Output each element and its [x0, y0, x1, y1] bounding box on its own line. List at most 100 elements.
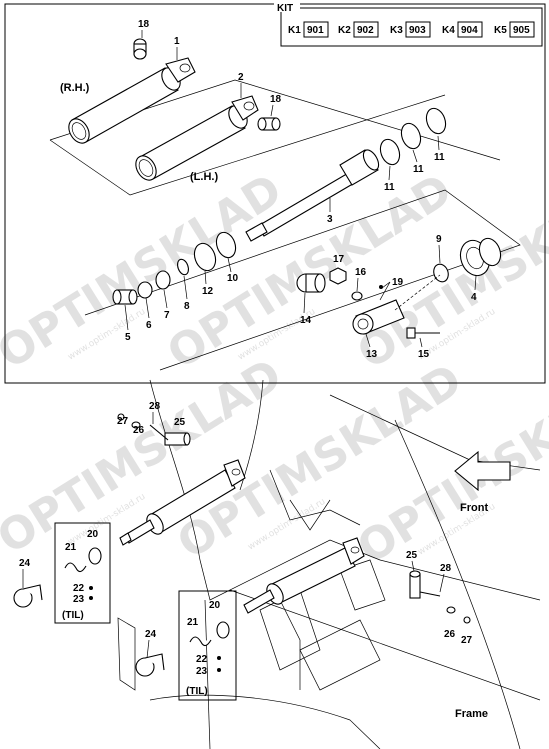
piston-rod-3: [245, 149, 380, 242]
bushing-18-top: [133, 38, 147, 60]
callout: 13: [366, 349, 378, 360]
callout: 27: [461, 635, 473, 646]
washer-6: [137, 281, 153, 299]
kit-item-label: K5: [494, 25, 507, 36]
bracket: [299, 619, 381, 691]
callout: 7: [164, 310, 170, 321]
frame-edge: [204, 599, 211, 749]
kit-title: KIT: [277, 3, 293, 14]
callout: 1: [174, 36, 180, 47]
callout: 19: [392, 277, 404, 288]
rod-eye-13: [352, 299, 405, 335]
grease-nipple-19: [379, 285, 383, 289]
til-label: (TIL): [62, 610, 84, 621]
backup-ring-10: [400, 122, 422, 150]
kit-item-code-box: [457, 21, 483, 38]
leader-19: [379, 281, 391, 301]
washer-16: [351, 291, 363, 301]
kit-item-code: 903: [409, 25, 426, 36]
callout: 11: [434, 152, 445, 163]
callout: 9: [436, 234, 442, 245]
o-ring-11: [379, 138, 401, 166]
callout: 17: [333, 254, 345, 265]
kit-legend: KIT K1 901 K2 902 K3 903 K4 904 K5 905: [274, 2, 543, 47]
callout: 8: [184, 301, 190, 312]
side-label-rh: (R.H.): [60, 82, 90, 94]
callout: 16: [355, 267, 367, 278]
kit-item-label: K2: [338, 25, 351, 36]
callout: 10: [227, 273, 239, 284]
callout: 28: [440, 563, 452, 574]
wiper-7: [155, 270, 171, 290]
front-label: Front: [460, 502, 488, 514]
callout: 18: [270, 94, 282, 105]
backup-ring-10: [215, 231, 237, 259]
kit-item-code: 902: [357, 25, 374, 36]
callout: 15: [418, 349, 430, 360]
kit-item-code-box: [303, 21, 329, 38]
kit-item-code: 905: [513, 25, 530, 36]
callout: 22: [73, 583, 85, 594]
nut-17: [329, 267, 347, 285]
ring-8: [177, 258, 189, 276]
front-arrow-icon: [454, 450, 511, 492]
gland-4: [459, 237, 502, 277]
callout: 23: [73, 594, 85, 605]
callout: 24: [19, 558, 31, 569]
group-outline: [49, 94, 446, 196]
callout: 11: [384, 182, 395, 193]
callout: 6: [146, 320, 152, 331]
kit-item-code: 904: [461, 25, 478, 36]
frame-edge: [229, 589, 541, 701]
kit-item-label: K4: [442, 25, 455, 36]
frame-edge: [199, 539, 541, 601]
kit-item-code: 901: [307, 25, 324, 36]
frame-label: Frame: [455, 708, 488, 720]
callout: 20: [87, 529, 99, 540]
callout: 25: [406, 550, 418, 561]
clevis-eye: [231, 95, 259, 121]
callout: 3: [327, 214, 333, 225]
cylinder-barrel-rh: [68, 57, 196, 144]
kit-item-label: K1: [288, 25, 301, 36]
callout: 23: [196, 666, 208, 677]
kit-item-label: K3: [390, 25, 403, 36]
alignment-line: [394, 274, 441, 311]
callout: 24: [145, 629, 157, 640]
seal-9: [433, 263, 449, 283]
group-outline: [84, 189, 521, 371]
til-label: (TIL): [186, 686, 208, 697]
callout: 14: [300, 315, 312, 326]
til-box-center: [117, 590, 237, 701]
pin-25-left: [117, 413, 191, 446]
side-label-lh: (L.H.): [190, 171, 218, 183]
pin-14: [296, 273, 326, 293]
rod-thread: [245, 222, 268, 242]
bracket: [259, 589, 321, 671]
frame-edge: [149, 379, 201, 561]
frame-edge: [239, 379, 264, 491]
frame-edge: [149, 694, 381, 749]
callout: 20: [209, 600, 221, 611]
kit-item-code-box: [353, 21, 379, 38]
bushing-18-right: [257, 117, 281, 131]
callout: 5: [125, 332, 131, 343]
callout: 22: [196, 654, 208, 665]
callout: 21: [65, 542, 77, 553]
exploded-view: (R.H.) (L.H.) 18 1 2 18 11 11 11 3 9 4 1…: [49, 19, 521, 371]
callout: 4: [471, 292, 477, 303]
o-ring-11: [425, 107, 447, 135]
seal-12: [193, 242, 217, 272]
bracket: [339, 559, 386, 611]
callout: 26: [133, 425, 145, 436]
mounted-cylinder-upper: [119, 459, 246, 546]
cylinder-barrel-lh: [135, 95, 259, 181]
callout: 12: [202, 286, 214, 297]
callout: 25: [174, 417, 186, 428]
kit-item-code-box: [405, 21, 431, 38]
installation-view: Front Frame 28 25 27 26 20 21 22 23 24 (…: [13, 379, 541, 749]
callout: 21: [187, 617, 199, 628]
callout: 2: [238, 72, 244, 83]
callout: 27: [117, 416, 129, 427]
